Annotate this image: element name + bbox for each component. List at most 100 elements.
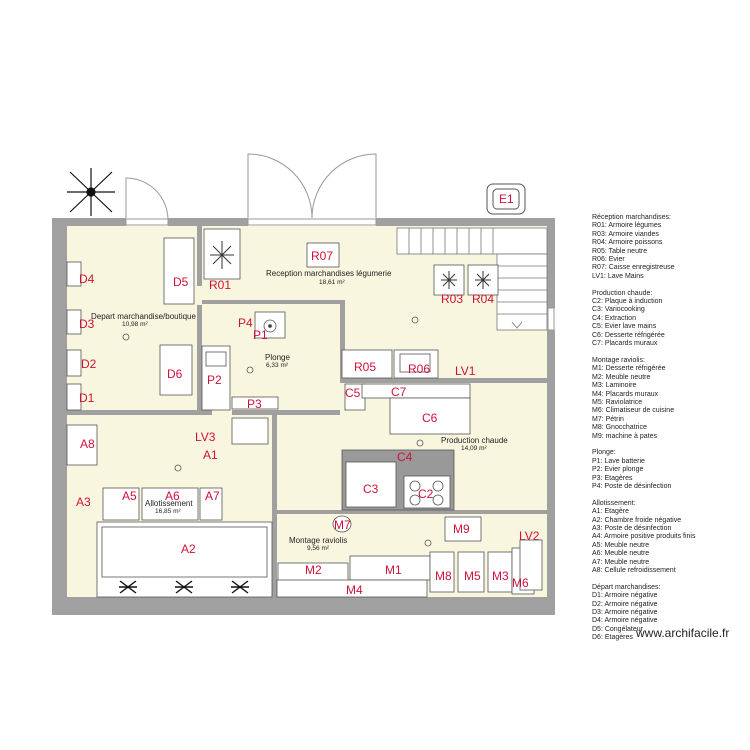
room-area-depart: 10,98 m²	[122, 321, 148, 328]
reception-furniture	[203, 228, 499, 379]
legend-item: C3: Variocooking	[592, 306, 645, 314]
legend-item: A1: Etagère	[592, 508, 629, 516]
production-furniture	[341, 383, 471, 511]
legend-item: C6: Desserte réfrigérée	[592, 331, 665, 339]
legend-item: D2: Armoire négative	[592, 600, 658, 608]
legend-item: M6: Climatiseur de cuisine	[592, 407, 675, 415]
depart-furniture	[66, 237, 195, 411]
legend-item: R03: Armoire viandes	[592, 230, 659, 238]
watermark: www.archifacile.fr	[636, 626, 730, 640]
room-area-reception: 18,61 m²	[319, 279, 345, 286]
code-a5: A5	[122, 489, 137, 503]
legend-item: D3: Armoire négative	[592, 609, 658, 617]
code-r03: R03	[441, 292, 464, 306]
code-c7: C7	[391, 385, 407, 399]
legend-item: P3: Etagères	[592, 474, 633, 482]
legend-item: A5: Meuble neutre	[592, 541, 650, 549]
legend-item: A3: Poste de désinfection	[592, 524, 672, 532]
doors	[125, 153, 555, 331]
code-p4: P4	[238, 316, 253, 330]
code-c5: C5	[345, 386, 361, 400]
legend-section-title: Plonge:	[592, 449, 616, 457]
legend-item: A4: Armoire positive produits finis	[592, 533, 696, 541]
legend-item: D5: Congélateur	[592, 625, 643, 633]
plonge-furniture	[201, 311, 286, 445]
legend-item: A8: Cellule refroidissement	[592, 567, 676, 574]
legend-item: A2: Chambre froide négative	[592, 516, 682, 524]
code-m1: M1	[385, 563, 402, 577]
room-area-montage: 9,56 m²	[307, 545, 330, 552]
legend-item: M1: Desserte réfrigérée	[592, 365, 666, 373]
room-name-production: Production chaude	[441, 436, 508, 445]
room-name-montage: Montage raviolis	[289, 536, 348, 545]
room-name-reception: Reception marchandises légumerie	[266, 269, 392, 278]
legend-item: C7: Placards muraux	[592, 340, 658, 348]
room-name-depart: Depart marchandise/boutique	[91, 312, 196, 321]
equipment-legend: Réception marchandises:R01: Armoire légu…	[592, 214, 742, 643]
code-e1: E1	[499, 192, 514, 206]
legend-item: A6: Meuble neutre	[592, 550, 650, 558]
freezer-snowflake-icons	[210, 241, 491, 289]
legend-section-title: Production chaude:	[592, 289, 653, 297]
legend-item: P2: Evier plonge	[592, 466, 644, 474]
legend-item: M7: Pétrin	[592, 415, 624, 423]
code-a7: A7	[205, 489, 220, 503]
room-name-plonge: Plonge	[265, 353, 290, 362]
code-d1: D1	[79, 391, 95, 405]
legend-item: C5: Evier lave mains	[592, 323, 657, 331]
staircase	[396, 227, 548, 331]
legend-section-title: Montage raviolis:	[592, 356, 645, 364]
code-lv2: LV2	[519, 529, 540, 543]
legend-section-title: Départ marchandises:	[592, 583, 661, 591]
code-p2: P2	[207, 373, 222, 387]
code-r05: R05	[354, 360, 377, 374]
legend-section-title: Réception marchandises:	[592, 214, 671, 221]
code-c6: C6	[422, 411, 438, 425]
code-a6: A6	[165, 489, 180, 503]
code-a2: A2	[181, 542, 196, 556]
code-r04: R04	[472, 292, 495, 306]
legend-item: R04: Armoire poissons	[592, 239, 663, 247]
legend-item: P1: Lave batterie	[592, 457, 645, 465]
code-d4: D4	[79, 272, 95, 286]
code-c2: C2	[418, 487, 434, 501]
code-r01: R01	[209, 278, 232, 292]
room-area-production: 14,09 m²	[461, 445, 487, 452]
code-c3: C3	[363, 482, 379, 496]
legend-item: M5: Raviolatrice	[592, 398, 643, 406]
room-area-plonge: 6,33 m²	[266, 362, 289, 369]
room-name-allotissement: Allotissement	[145, 499, 193, 508]
legend-item: C2: Plaque à induction	[592, 298, 663, 306]
legend-item: R06: Evier	[592, 256, 625, 264]
code-m5: M5	[464, 569, 481, 583]
code-m7: M7	[334, 518, 351, 532]
code-d2: D2	[81, 357, 97, 371]
code-p1: P1	[253, 328, 268, 342]
code-c4: C4	[397, 450, 413, 464]
legend-section-title: Allotissement:	[592, 499, 636, 507]
code-m4: M4	[346, 583, 363, 597]
legend-item: D4: Armoire négative	[592, 617, 658, 625]
legend-item: M2: Meuble neutre	[592, 373, 651, 381]
code-a1: A1	[203, 448, 218, 462]
exterior-walls	[52, 218, 555, 615]
code-m2: M2	[305, 563, 322, 577]
montage-furniture	[276, 515, 543, 598]
code-m3: M3	[492, 569, 509, 583]
code-m6: M6	[512, 576, 529, 590]
legend-item: D1: Armoire négative	[592, 592, 658, 600]
room-area-allotissement: 16,85 m²	[155, 508, 181, 515]
legend-item: R07: Caisse enregistreuse	[592, 264, 675, 272]
code-a3: A3	[76, 495, 91, 509]
legend-item: C4: Extraction	[592, 314, 636, 322]
e1-unit-inner	[492, 188, 520, 210]
code-d3: D3	[79, 317, 95, 331]
code-lv3: LV3	[195, 430, 216, 444]
legend-item: LV1: Lave Mains	[592, 272, 644, 280]
legend-item: M9: machine à pates	[592, 432, 657, 440]
code-d6: D6	[167, 367, 183, 381]
legend-item: D6: Etagères	[592, 634, 633, 642]
code-d5: D5	[173, 275, 189, 289]
legend-item: M4: Placards muraux	[592, 390, 659, 398]
